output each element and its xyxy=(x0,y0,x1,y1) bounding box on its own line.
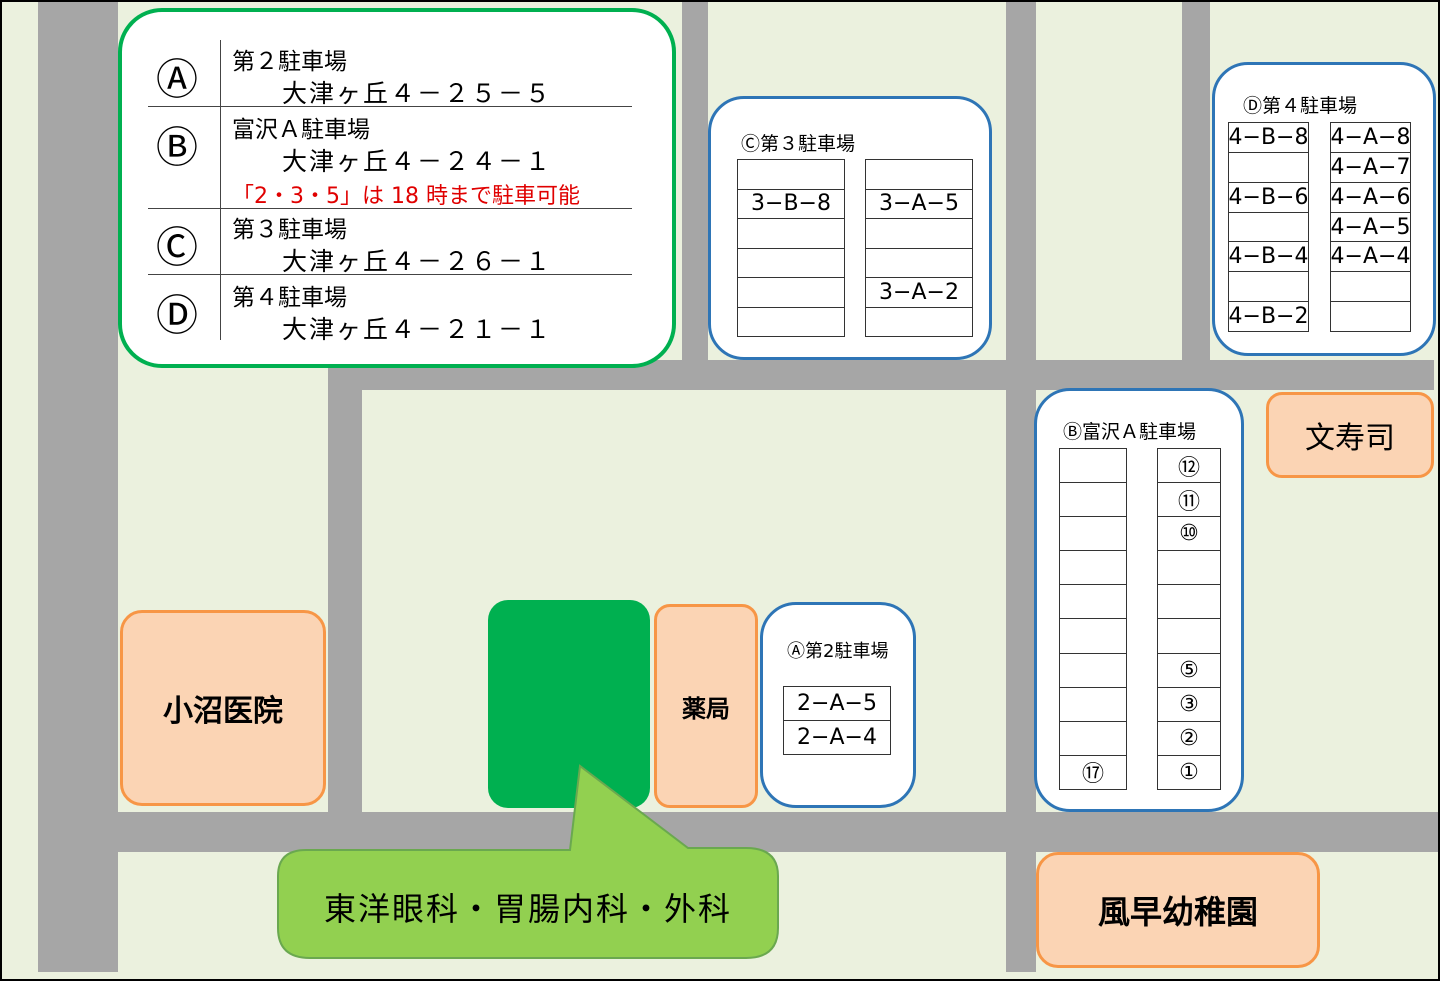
place-sushi: 文寿司 xyxy=(1266,392,1434,478)
place-konuma-clinic: 小沼医院 xyxy=(120,610,326,806)
parking-space: 4−A−5 xyxy=(1331,213,1410,243)
legend-note-b: 「2・3・5」は 18 時まで駐車可能 xyxy=(232,184,580,209)
lot-c-right-spaces: 3−A−5 3−A−2 xyxy=(865,159,973,337)
parking-space xyxy=(1060,449,1126,484)
parking-space: ⑫ xyxy=(1158,449,1220,484)
legend-divider xyxy=(148,208,632,209)
parking-space xyxy=(866,249,972,278)
legend-name-d: 第４駐車場 xyxy=(232,285,347,311)
parking-space xyxy=(1331,272,1410,303)
parking-space xyxy=(1229,272,1308,303)
lot-a-spaces: 2−A−5 2−A−4 xyxy=(783,686,891,755)
road-vertical-2 xyxy=(1006,0,1036,972)
callout-shape xyxy=(277,764,779,959)
parking-space: 4−A−6 xyxy=(1331,183,1410,213)
kindergarten-label: 風早幼稚園 xyxy=(1097,893,1258,931)
lot-d-left-spaces: 4−B−8 4−B−6 4−B−4 4−B−2 xyxy=(1228,122,1309,332)
legend-divider xyxy=(148,106,632,107)
road-vertical-3 xyxy=(1182,0,1210,362)
parking-space xyxy=(1158,551,1220,586)
road-inner-vertical xyxy=(328,360,362,812)
parking-space: ⑩ xyxy=(1158,517,1220,552)
parking-space: 4−B−4 xyxy=(1229,242,1308,273)
parking-space xyxy=(1229,153,1308,183)
lot-b-left-spaces: ⑰ xyxy=(1059,448,1127,790)
parking-space xyxy=(1060,619,1126,654)
lot-d-title: Ⓓ第４駐車場 xyxy=(1243,95,1358,117)
parking-space: ⑰ xyxy=(1081,762,1104,788)
clinic-name: 東洋眼科・胃腸内科・外科 xyxy=(323,890,732,928)
legend-letter-d: Ⓓ xyxy=(156,291,199,340)
legend-divider xyxy=(148,274,632,275)
legend-name-c: 第３駐車場 xyxy=(232,217,347,243)
parking-space: ② xyxy=(1158,722,1220,756)
parking-space: ③ xyxy=(1158,688,1220,722)
parking-space xyxy=(1158,585,1220,620)
lot-c-title: Ⓒ第３駐車場 xyxy=(741,133,856,155)
parking-space: 2−A−4 xyxy=(797,725,877,750)
parking-space: 4−B−8 xyxy=(1229,123,1308,153)
lot-b-title: Ⓑ富沢Ａ駐車場 xyxy=(1063,421,1197,443)
parking-space: 4−A−8 xyxy=(1331,123,1410,153)
parking-space xyxy=(1060,688,1126,722)
parking-space xyxy=(866,219,972,249)
parking-space: ⑪ xyxy=(1158,483,1220,518)
legend-address-b: 大津ヶ丘４－２４－１ xyxy=(282,147,553,176)
legend-letter-a: Ⓐ xyxy=(156,55,199,104)
legend-letter-c: Ⓒ xyxy=(156,223,199,272)
road-west-vertical xyxy=(38,0,118,972)
parking-space: 4−B−2 xyxy=(1228,304,1309,330)
parking-space: 4−A−4 xyxy=(1331,242,1410,273)
parking-space xyxy=(738,249,844,278)
lot-a-title: Ⓐ第2駐車場 xyxy=(787,641,889,662)
parking-space: 2−A−5 xyxy=(784,687,890,721)
parking-space xyxy=(866,160,972,190)
place-pharmacy: 薬局 xyxy=(654,604,758,808)
parking-space xyxy=(738,160,844,190)
parking-space xyxy=(738,278,844,308)
parking-space xyxy=(738,219,844,249)
parking-space: 3−A−2 xyxy=(866,278,972,308)
parking-space: 4−B−6 xyxy=(1229,183,1308,213)
clinic-callout xyxy=(277,764,779,959)
place-kindergarten: 風早幼稚園 xyxy=(1036,852,1320,968)
parking-space xyxy=(1060,483,1126,518)
sushi-label: 文寿司 xyxy=(1305,421,1395,456)
legend-divider-vertical xyxy=(220,40,221,340)
parking-space xyxy=(1060,654,1126,688)
parking-space: 4−A−7 xyxy=(1331,153,1410,183)
pharmacy-label: 薬局 xyxy=(682,694,730,723)
parking-space: ① xyxy=(1179,759,1199,785)
road-south-horizontal xyxy=(38,812,1438,852)
parking-space xyxy=(1060,722,1126,756)
lot-c-left-spaces: 3−B−8 xyxy=(737,159,845,337)
parking-space: 3−A−5 xyxy=(866,190,972,219)
konuma-clinic-label: 小沼医院 xyxy=(163,694,283,729)
parking-space: 3−B−8 xyxy=(738,190,844,219)
parking-space xyxy=(1060,551,1126,586)
parking-space xyxy=(1229,213,1308,243)
legend-address-d: 大津ヶ丘４－２１－１ xyxy=(282,315,553,344)
parking-legend: Ⓐ 第２駐車場 大津ヶ丘４－２５－５ Ⓑ 富沢Ａ駐車場 大津ヶ丘４－２４－１ 「… xyxy=(118,8,676,368)
parking-space: ⑤ xyxy=(1158,654,1220,688)
legend-letter-b: Ⓑ xyxy=(156,123,199,172)
parking-space xyxy=(1060,585,1126,620)
legend-address-a: 大津ヶ丘４－２５－５ xyxy=(282,79,553,108)
legend-name-b: 富沢Ａ駐車場 xyxy=(232,117,370,143)
road-vertical-1 xyxy=(682,0,708,362)
legend-name-a: 第２駐車場 xyxy=(232,49,347,75)
legend-address-c: 大津ヶ丘４－２６－１ xyxy=(282,247,553,276)
parking-space xyxy=(1158,619,1220,654)
parking-space xyxy=(1060,517,1126,552)
clinic-building xyxy=(488,600,650,808)
